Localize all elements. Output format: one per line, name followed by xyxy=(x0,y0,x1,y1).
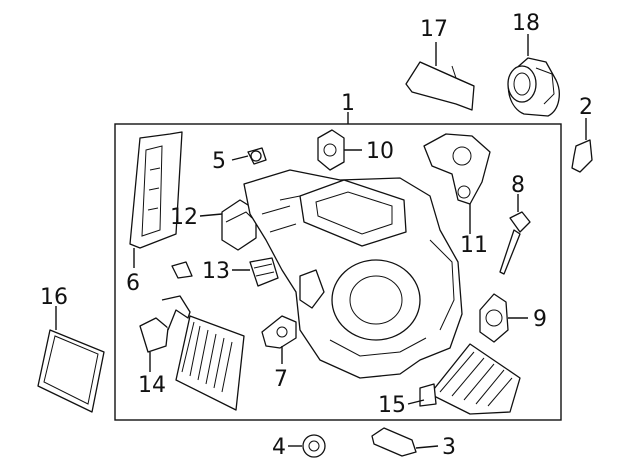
callout-7: 7 xyxy=(274,367,288,392)
part-11-bracket[interactable] xyxy=(423,133,491,205)
callout-2: 2 xyxy=(579,95,593,120)
callout-17: 17 xyxy=(420,17,448,42)
callout-15: 15 xyxy=(378,393,406,418)
part-14-evaporator[interactable] xyxy=(139,295,245,411)
part-17-bracket[interactable] xyxy=(405,61,475,111)
callout-10: 10 xyxy=(366,139,394,164)
callout-12: 12 xyxy=(170,205,198,230)
callout-8: 8 xyxy=(511,173,525,198)
part-2-bracket[interactable] xyxy=(571,139,593,173)
callout-14: 14 xyxy=(138,373,166,398)
callout-18: 18 xyxy=(512,11,540,36)
assembly-frame xyxy=(114,123,562,421)
callout-3: 3 xyxy=(442,435,456,460)
part-5-clip[interactable] xyxy=(247,147,267,165)
part-16-cabin-filter[interactable] xyxy=(37,329,105,413)
leader-lines xyxy=(55,34,587,449)
part-6-side-panel[interactable] xyxy=(129,131,183,249)
callout-13: 13 xyxy=(202,259,230,284)
part-1-hvac-housing[interactable] xyxy=(243,169,463,379)
callout-4: 4 xyxy=(272,435,286,460)
small-clip[interactable] xyxy=(171,261,193,279)
callout-labels: 1 2 3 4 5 6 7 8 9 10 11 12 13 14 15 16 1… xyxy=(40,11,593,460)
callout-11: 11 xyxy=(460,233,488,258)
part-3-bracket[interactable] xyxy=(371,427,417,457)
callout-1: 1 xyxy=(341,91,355,116)
part-9-actuator[interactable] xyxy=(479,293,509,343)
part-12-module[interactable] xyxy=(221,199,257,251)
part-8-sensor[interactable] xyxy=(499,211,531,275)
part-13-connector[interactable] xyxy=(249,257,279,287)
part-4-nut[interactable] xyxy=(302,434,326,458)
callout-16: 16 xyxy=(40,285,68,310)
part-7-actuator[interactable] xyxy=(261,315,297,349)
part-18-blower-motor[interactable] xyxy=(507,57,560,117)
callout-9: 9 xyxy=(533,307,547,332)
part-10-actuator[interactable] xyxy=(317,129,345,171)
callout-6: 6 xyxy=(126,271,140,296)
callout-5: 5 xyxy=(212,149,226,174)
